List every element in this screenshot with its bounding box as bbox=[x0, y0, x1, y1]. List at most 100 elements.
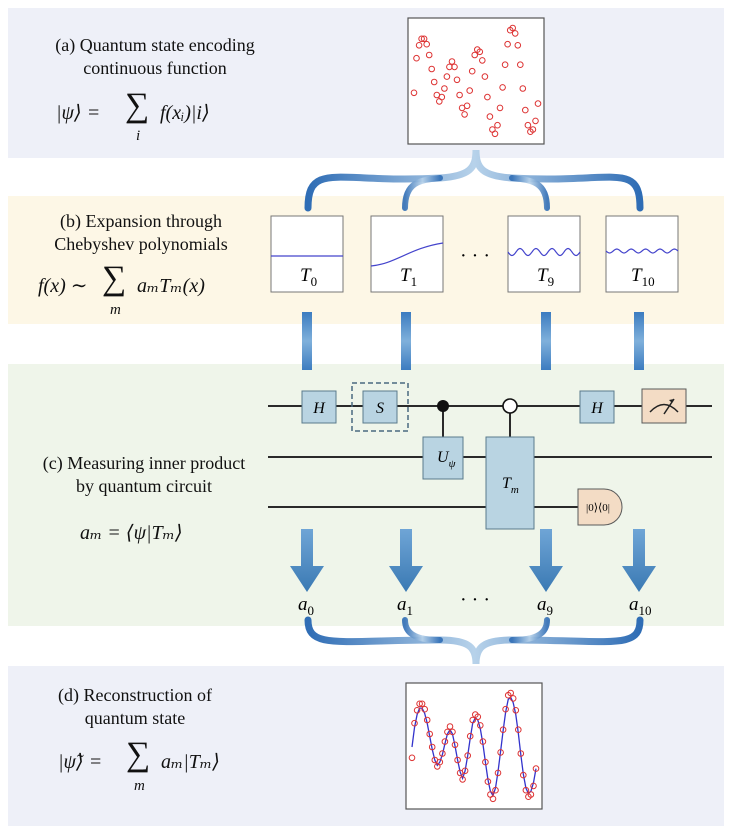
scatter-point bbox=[532, 117, 539, 125]
scatter-point bbox=[468, 67, 476, 75]
panel-a-formula-right: f(xᵢ)|i⟩ bbox=[160, 102, 210, 124]
scatter-point bbox=[415, 42, 423, 49]
top-scatter-frame bbox=[407, 17, 545, 145]
panel-d-formula-left: |ψ̃⟩ = bbox=[58, 751, 103, 773]
scatter-point bbox=[428, 65, 436, 73]
scatter-point bbox=[530, 782, 537, 790]
scatter-point bbox=[481, 73, 489, 80]
panel-b-sum-index: m bbox=[110, 302, 121, 318]
scatter-point bbox=[466, 732, 474, 740]
panel-d-caption-line1: (d) Reconstruction of bbox=[58, 685, 212, 705]
scatter-point bbox=[479, 57, 486, 64]
scatter-point bbox=[438, 93, 446, 101]
panel-a-sum-index: i bbox=[136, 128, 141, 144]
panel-d-formula-right: aₘ|Tₘ⟩ bbox=[161, 751, 220, 773]
panel-b-caption-line1: (b) Expansion through bbox=[60, 211, 222, 231]
scatter-point bbox=[482, 758, 489, 766]
output-ellipsis: · · · bbox=[460, 589, 490, 611]
scatter-point bbox=[504, 40, 511, 48]
chebyshev-label-t0: T0 bbox=[300, 265, 317, 289]
panel-b-caption-line2: Chebyshev polynomials bbox=[54, 234, 228, 254]
scatter-point bbox=[449, 728, 456, 736]
panel-d-background bbox=[8, 666, 724, 826]
scatter-point bbox=[514, 42, 522, 49]
panel-d-caption-line2: quantum state bbox=[84, 708, 186, 728]
scatter-point bbox=[410, 89, 418, 97]
scatter-point bbox=[464, 752, 472, 759]
panel-c-formula: aₘ = ⟨ψ|Tₘ⟩ bbox=[80, 522, 183, 544]
scatter-point bbox=[461, 767, 469, 775]
scatter-point bbox=[423, 40, 431, 48]
scatter-point bbox=[456, 91, 463, 99]
panel-b-background bbox=[8, 196, 724, 324]
svg-text:H: H bbox=[590, 400, 604, 417]
scatter-point bbox=[441, 738, 449, 745]
top-scatter-points bbox=[410, 24, 542, 138]
panel-a-caption-line2: continuous function bbox=[83, 58, 227, 78]
scatter-point bbox=[469, 716, 477, 724]
scatter-point bbox=[496, 104, 504, 112]
scatter-point bbox=[507, 689, 515, 697]
scatter-point bbox=[408, 754, 416, 762]
panel-c-caption-line2: by quantum circuit bbox=[76, 476, 212, 496]
scatter-point bbox=[502, 705, 509, 713]
scatter-point bbox=[486, 113, 494, 120]
scatter-point bbox=[421, 705, 429, 713]
down-arrows bbox=[290, 529, 656, 592]
scatter-point bbox=[511, 30, 519, 37]
svg-text:H: H bbox=[312, 400, 326, 417]
hadamard-gate-2: H bbox=[579, 390, 615, 424]
scatter-point bbox=[436, 758, 444, 766]
panel-a-caption-line1: (a) Quantum state encoding bbox=[55, 35, 255, 55]
output-label-a10: a10 bbox=[629, 594, 652, 618]
scatter-point bbox=[494, 769, 502, 777]
scatter-point bbox=[411, 719, 418, 727]
scatter-point bbox=[515, 726, 522, 734]
scatter-point bbox=[441, 85, 448, 92]
scatter-point bbox=[489, 795, 497, 803]
scatter-point bbox=[494, 121, 501, 129]
scatter-point bbox=[425, 51, 433, 59]
panel-d-sum-index: m bbox=[134, 778, 145, 794]
hadamard-gate-1: H bbox=[301, 390, 337, 424]
svg-text:S: S bbox=[376, 400, 384, 417]
bottom-scatter-frame bbox=[405, 682, 543, 810]
panel-d-caption: (d) Reconstruction of quantum state bbox=[20, 684, 250, 730]
scatter-point bbox=[446, 723, 454, 730]
scatter-point bbox=[439, 750, 446, 757]
panel-a-background bbox=[8, 8, 724, 158]
scatter-point bbox=[484, 93, 491, 101]
panel-a-caption: (a) Quantum state encoding continuous fu… bbox=[20, 34, 290, 80]
output-label-a0: a0 bbox=[298, 594, 314, 618]
panel-a-sum-symbol: ∑ bbox=[125, 87, 150, 124]
svg-text:Uψ: Uψ bbox=[437, 449, 456, 470]
scatter-point bbox=[446, 63, 453, 71]
chebyshev-label-t9: T9 bbox=[537, 265, 554, 289]
panel-b-caption: (b) Expansion through Chebyshev polynomi… bbox=[6, 210, 276, 256]
scatter-point bbox=[444, 728, 451, 736]
scatter-point bbox=[416, 700, 423, 708]
top-brace bbox=[304, 149, 644, 212]
scatter-point bbox=[413, 707, 421, 714]
scatter-point bbox=[420, 35, 428, 43]
panel-c-caption-line1: (c) Measuring inner product bbox=[42, 453, 246, 473]
scatter-point bbox=[524, 121, 532, 129]
scatter-point bbox=[492, 786, 499, 794]
measurement-meter-icon bbox=[641, 388, 687, 424]
chebyshev-box-t10 bbox=[605, 215, 679, 293]
output-label-a9: a9 bbox=[537, 594, 553, 618]
bottom-scatter-points bbox=[408, 689, 540, 803]
scatter-point bbox=[476, 48, 484, 56]
scatter-point bbox=[477, 722, 484, 729]
scatter-point bbox=[529, 126, 537, 133]
scatter-point bbox=[497, 749, 504, 756]
scatter-point bbox=[479, 738, 487, 745]
scatter-point bbox=[413, 54, 420, 62]
projector-gate: |0⟩⟨0| bbox=[577, 488, 623, 526]
scatter-point bbox=[527, 791, 535, 798]
scatter-point bbox=[499, 84, 506, 91]
scatter-point bbox=[474, 713, 482, 721]
scatter-point bbox=[532, 765, 540, 772]
s-gate: S bbox=[351, 382, 409, 432]
